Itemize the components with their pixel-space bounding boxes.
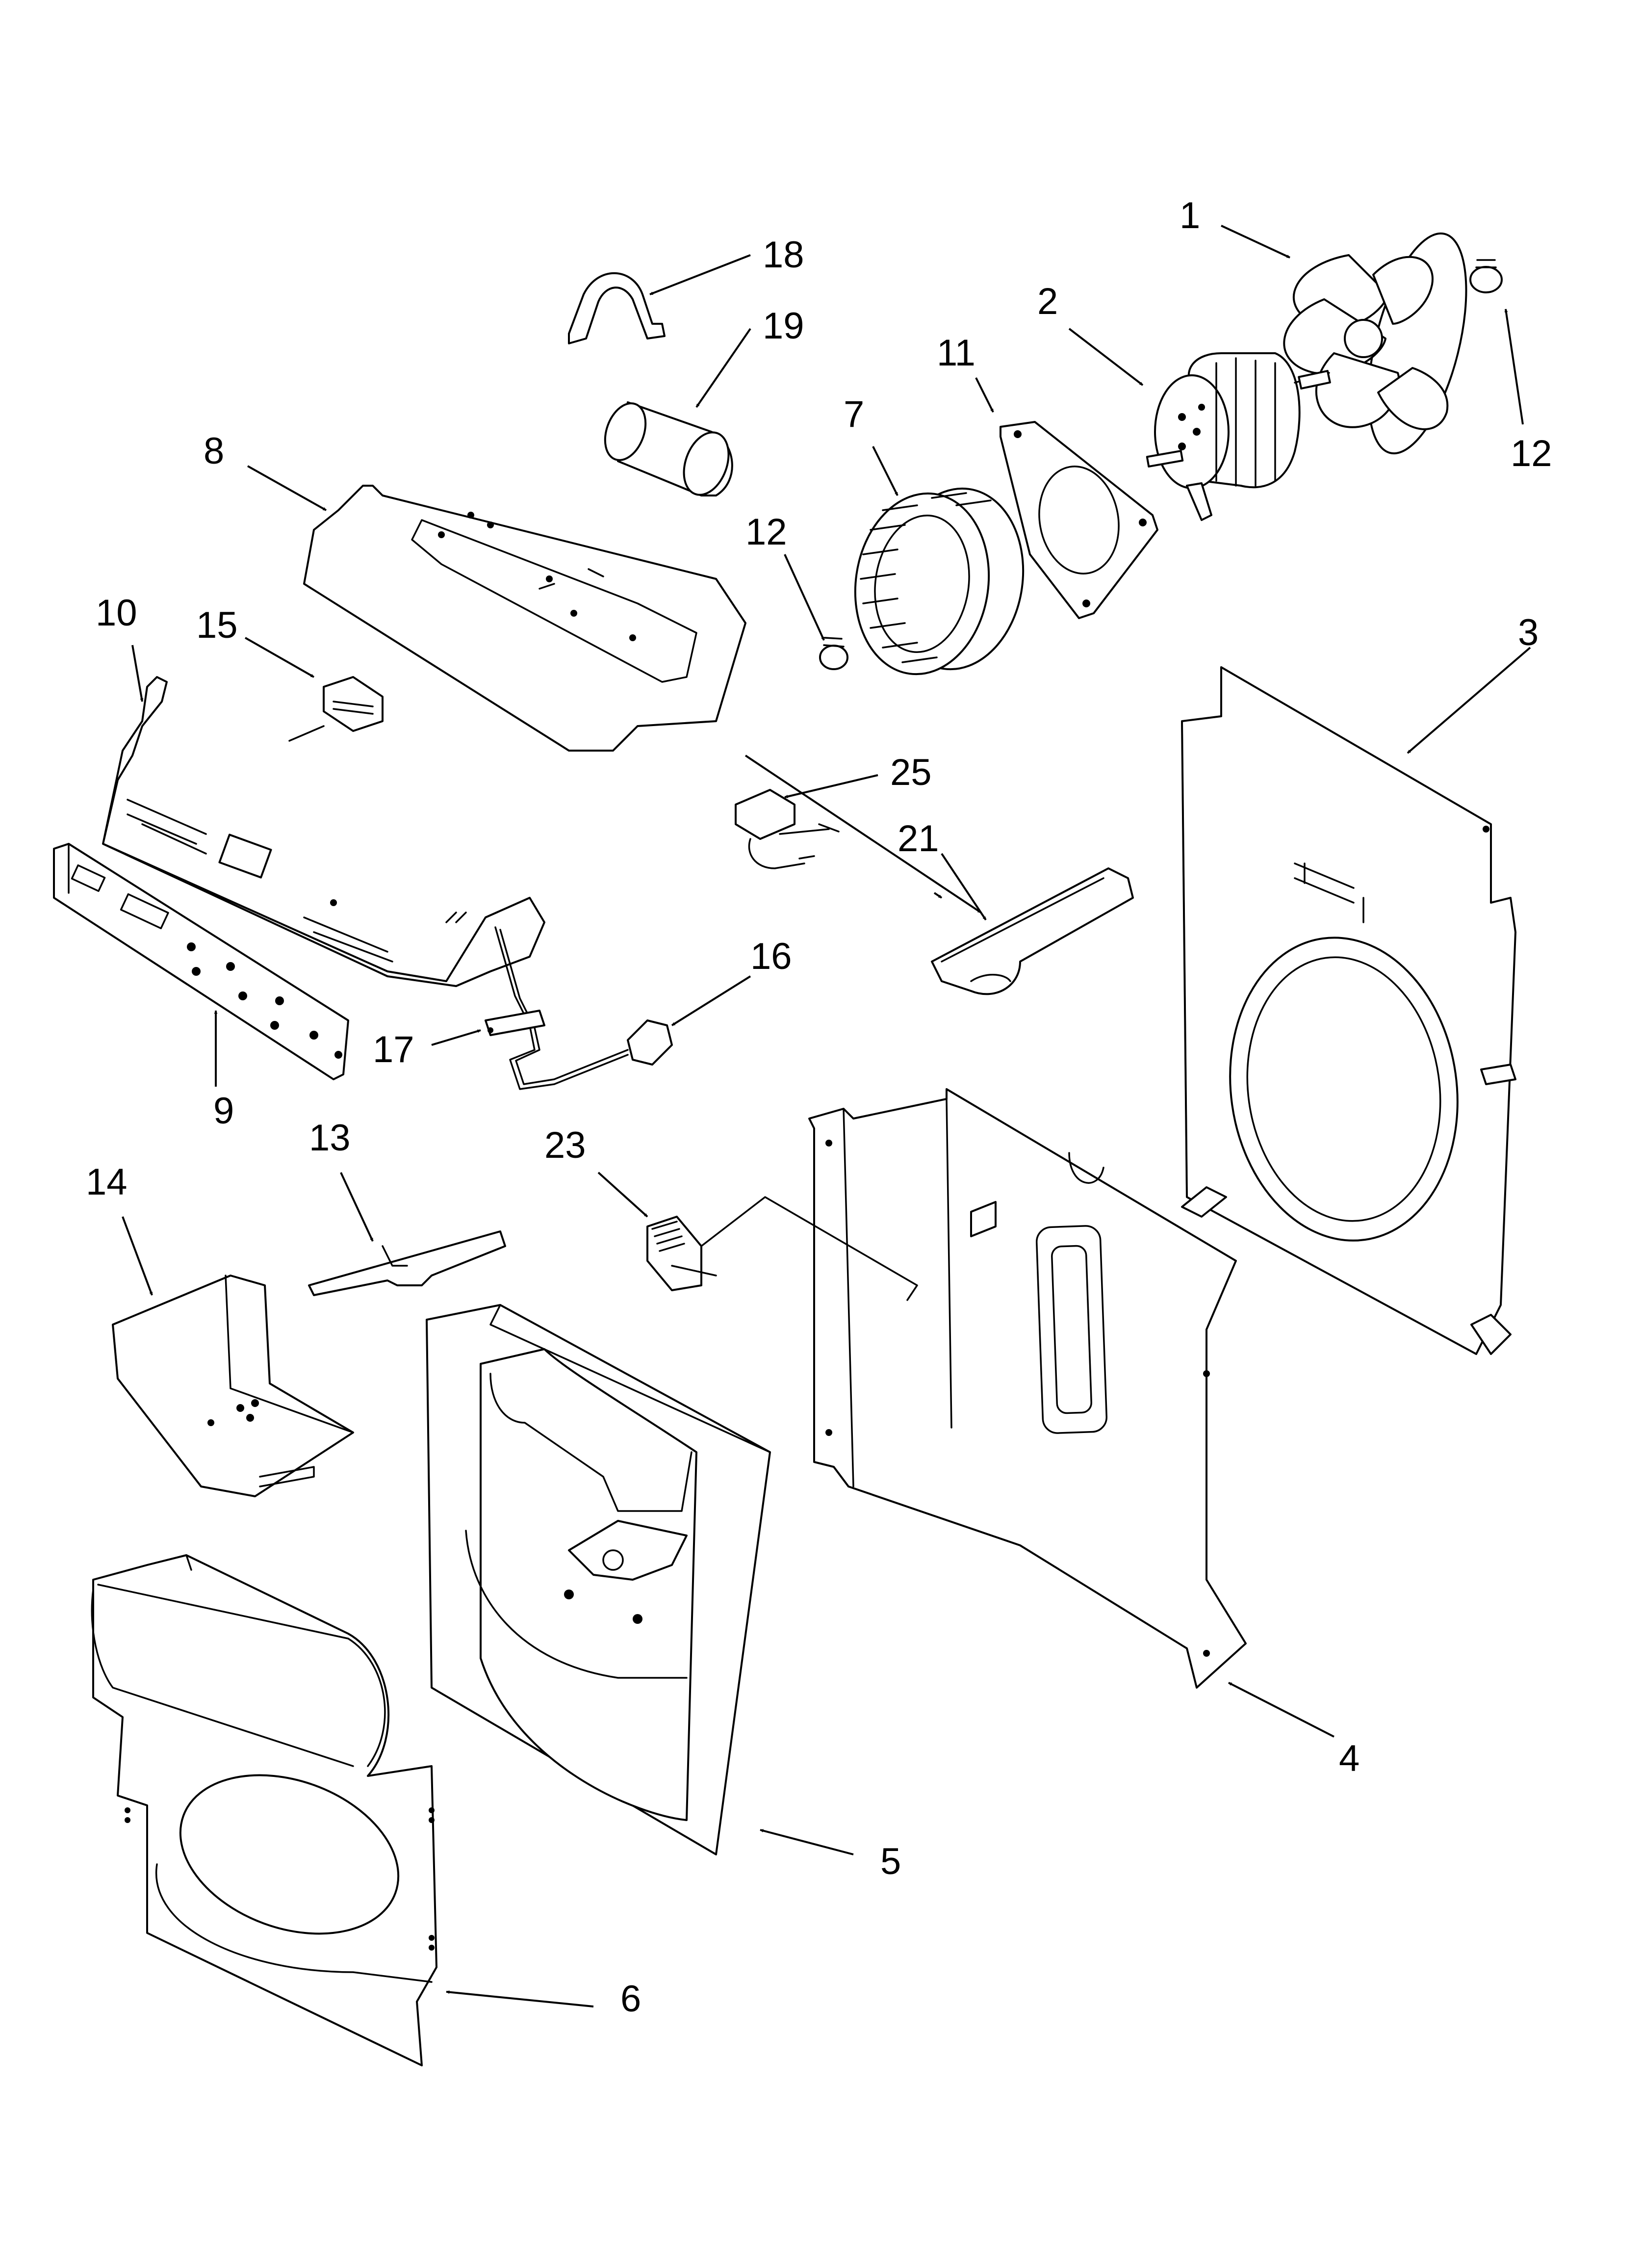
callout-2: 2 bbox=[1037, 281, 1058, 322]
part-15-switch[interactable] bbox=[288, 676, 384, 742]
part-8-top-cover[interactable] bbox=[303, 485, 746, 752]
part-9-control-panel[interactable] bbox=[53, 843, 349, 1080]
part-10-control-bracket[interactable] bbox=[102, 676, 545, 987]
callout-12-middle: 12 bbox=[745, 511, 787, 553]
callout-10: 10 bbox=[96, 592, 137, 634]
callout-1: 1 bbox=[1180, 195, 1200, 236]
callout-18: 18 bbox=[763, 234, 804, 276]
callout-4: 4 bbox=[1339, 1738, 1360, 1779]
callout-23: 23 bbox=[544, 1124, 586, 1166]
part-6-transition-duct[interactable] bbox=[91, 1554, 437, 2066]
part-18-strap-bracket[interactable] bbox=[568, 272, 666, 344]
part-12-clip-middle[interactable] bbox=[819, 637, 848, 670]
callout-13: 13 bbox=[309, 1117, 351, 1159]
part-4-rear-panel[interactable] bbox=[808, 1088, 1247, 1689]
part-11-mounting-plate[interactable] bbox=[1000, 421, 1158, 619]
part-17-harness-clip[interactable] bbox=[485, 1010, 545, 1036]
part-13-rail[interactable] bbox=[308, 1230, 506, 1296]
callout-16: 16 bbox=[750, 936, 792, 977]
part-2-motor[interactable] bbox=[1146, 352, 1331, 521]
part-14-junction-box[interactable] bbox=[112, 1275, 354, 1497]
part-21-drip-tray[interactable] bbox=[931, 867, 1134, 995]
callout-19: 19 bbox=[763, 305, 804, 347]
callout-12-top: 12 bbox=[1511, 433, 1552, 474]
callout-9: 9 bbox=[213, 1090, 234, 1132]
callout-5: 5 bbox=[880, 1841, 901, 1882]
part-3-front-panel[interactable] bbox=[1181, 666, 1516, 1355]
part-16-wire-harness[interactable] bbox=[494, 926, 673, 1090]
callout-3: 3 bbox=[1518, 612, 1539, 653]
part-19-capacitor[interactable] bbox=[598, 398, 737, 501]
callout-8: 8 bbox=[204, 430, 224, 472]
callout-21: 21 bbox=[898, 818, 939, 860]
callout-15: 15 bbox=[196, 604, 238, 646]
callout-25: 25 bbox=[890, 752, 932, 793]
callout-14: 14 bbox=[86, 1161, 128, 1203]
callout-17: 17 bbox=[373, 1029, 414, 1070]
callout-labels: 1 12 2 11 7 18 19 8 12 15 10 9 3 25 21 1… bbox=[86, 195, 1552, 2020]
callout-6: 6 bbox=[620, 1978, 641, 2020]
part-23-filter-sensor[interactable] bbox=[646, 1196, 918, 1301]
part-7-blower-wheel[interactable] bbox=[844, 480, 1035, 683]
callout-7: 7 bbox=[844, 393, 864, 435]
part-5-duct-housing[interactable] bbox=[426, 1304, 771, 1855]
part-1-fan-blade[interactable] bbox=[1283, 224, 1485, 463]
part-25-thermostat[interactable] bbox=[735, 789, 840, 869]
part-12-clip-top[interactable] bbox=[1469, 259, 1503, 293]
callout-11: 11 bbox=[937, 332, 975, 374]
leader-lines bbox=[122, 225, 1531, 2007]
